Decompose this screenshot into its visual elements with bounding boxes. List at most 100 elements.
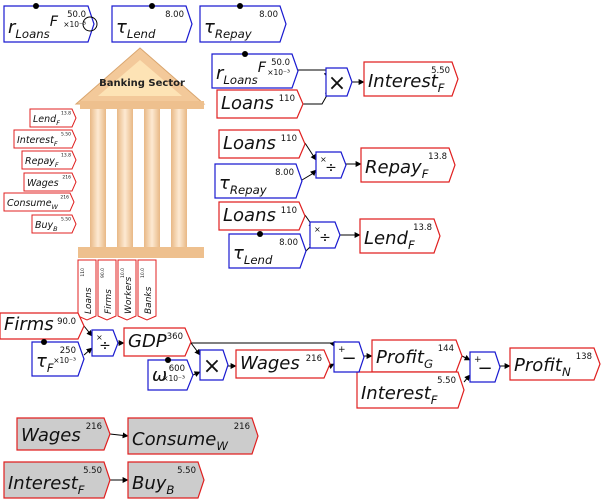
var-label: BuyB	[132, 473, 174, 497]
var-value: 8.00	[275, 168, 294, 178]
var-label: InterestF	[8, 473, 85, 497]
operator-mul2[interactable]: ×	[199, 349, 229, 381]
var-label: τLend	[233, 243, 273, 267]
minus-icon: −	[341, 348, 356, 369]
stock-label: Workers	[124, 276, 134, 314]
var-box-outline	[228, 233, 307, 269]
stock-label: Firms	[104, 289, 114, 314]
var-r-loans[interactable]: rLoansF 50.0×10⁻³	[211, 51, 299, 89]
var-label: rLoansF	[216, 60, 267, 87]
var-value: 5.50	[83, 466, 102, 476]
var-value: 50.0	[271, 58, 290, 68]
slider-knob[interactable]	[33, 3, 39, 9]
side-flow-value: 5.50	[61, 217, 71, 223]
operator-div2[interactable]: ×÷	[309, 221, 341, 249]
wire-firms-to-div	[83, 325, 93, 337]
var-box-outline	[509, 347, 601, 381]
operator-outline	[469, 351, 501, 383]
var-value: 216	[234, 422, 250, 432]
slider-knob[interactable]	[41, 339, 47, 345]
divide-icon: ÷	[319, 230, 331, 246]
var-value: 8.00	[259, 10, 278, 20]
stock-label: Banks	[144, 286, 154, 314]
slider-knob[interactable]	[242, 51, 248, 57]
wire-gdp-to-sub	[191, 340, 336, 348]
var-value: 110	[279, 94, 295, 104]
side-flow-label: LendF	[33, 114, 60, 127]
var-value: 216	[86, 422, 102, 432]
var-value: 5.50	[177, 466, 196, 476]
wire-omega-to-mul	[192, 371, 201, 377]
operator-div1[interactable]: ×÷	[315, 151, 347, 179]
slider-knob[interactable]	[237, 3, 243, 9]
wire-interest2-to-sub	[463, 374, 471, 383]
operator-sub1[interactable]: +−	[333, 341, 365, 373]
side-flow-outline	[23, 172, 77, 192]
operator-mul[interactable]: ×	[325, 67, 353, 97]
slider-knob[interactable]	[149, 3, 155, 9]
side-flow-value: 216	[60, 195, 69, 201]
operator-div3[interactable]: ×÷	[91, 329, 119, 357]
plus-sign: +	[338, 345, 346, 355]
var-label: rLoansF	[8, 14, 59, 41]
stock-value: 10.0	[140, 268, 146, 278]
stock-banks[interactable]: Banks 10.0	[137, 259, 157, 321]
var-value: 90.0	[57, 317, 76, 327]
port-circle	[82, 16, 98, 32]
var-value: 13.8	[413, 223, 432, 233]
var-box-outline	[123, 327, 192, 357]
var-box-outline	[199, 5, 287, 43]
slider-knob[interactable]	[257, 231, 263, 237]
divide-icon: ÷	[325, 160, 337, 176]
var-label: Loans	[223, 205, 276, 226]
slider-knob[interactable]	[165, 357, 171, 363]
side-flow-outline	[31, 214, 77, 234]
operator-outline	[91, 329, 119, 357]
var-value: 600	[169, 364, 185, 374]
wire-profitg-to-sub	[461, 354, 471, 361]
operators: ××÷×÷×÷×+−+−	[91, 67, 501, 383]
side-flow-label: BuyB	[35, 220, 58, 233]
side-flow-value: 216	[62, 175, 71, 181]
var-box-outline	[31, 341, 85, 377]
minus-icon: −	[477, 358, 492, 379]
side-flow-outline	[3, 192, 75, 212]
var-box-outline	[235, 349, 331, 379]
side-flow-label: RepayF	[25, 156, 59, 169]
var-scale: ×10⁻³	[267, 68, 290, 77]
var-box-outline	[211, 53, 299, 89]
operator-sub2[interactable]: +−	[469, 351, 501, 383]
